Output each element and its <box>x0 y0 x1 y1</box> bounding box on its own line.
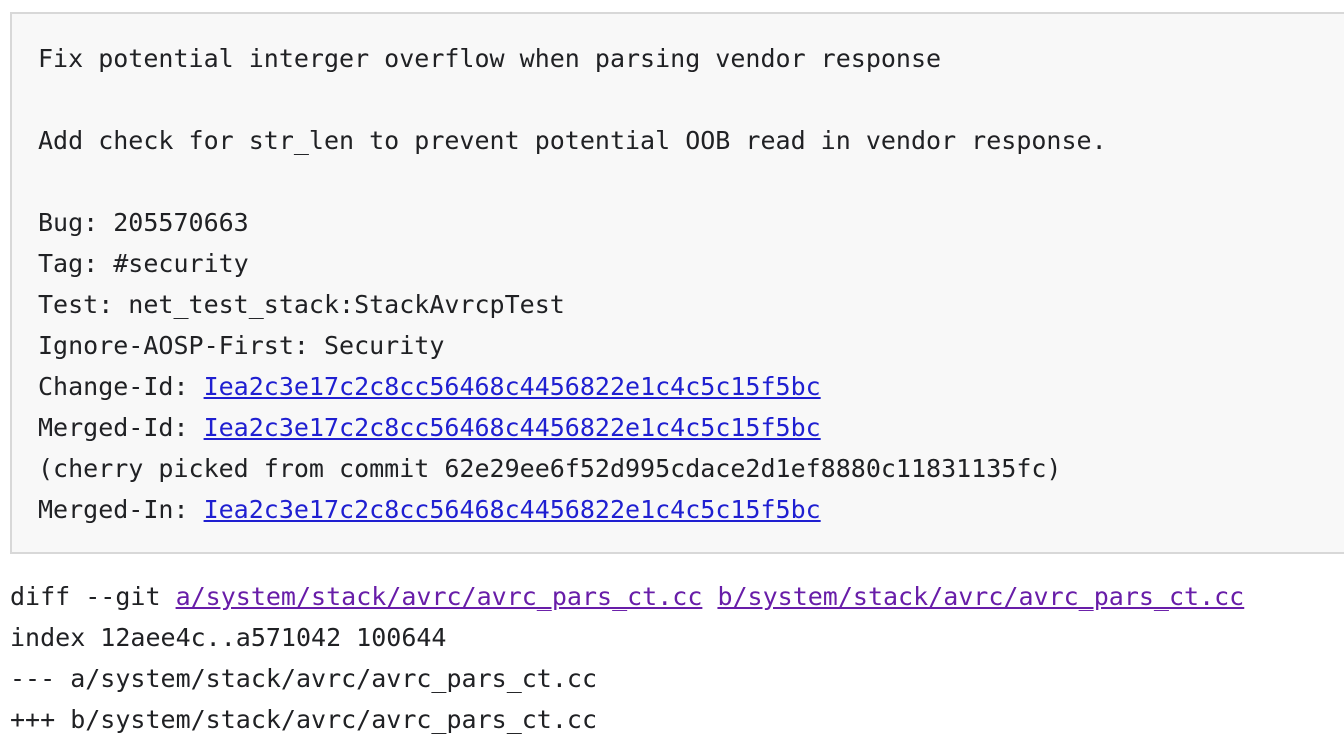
cherry-pick-line: (cherry picked from commit 62e29ee6f52d9… <box>38 454 1062 483</box>
commit-message-box: Fix potential interger overflow when par… <box>10 12 1344 554</box>
diff-index-line: index 12aee4c..a571042 100644 <box>10 623 447 652</box>
commit-body: Add check for str_len to prevent potenti… <box>38 126 1107 155</box>
test-line: Test: net_test_stack:StackAvrcpTest <box>38 290 565 319</box>
diff-path-a-link[interactable]: a/system/stack/avrc/avrc_pars_ct.cc <box>175 582 703 611</box>
diff-path-b-link[interactable]: b/system/stack/avrc/avrc_pars_ct.cc <box>717 582 1245 611</box>
merged-in-label: Merged-In: <box>38 495 204 524</box>
merged-id-link[interactable]: Iea2c3e17c2c8cc56468c4456822e1c4c5c15f5b… <box>203 413 821 442</box>
tag-line: Tag: #security <box>38 249 249 278</box>
diff-plus-line: +++ b/system/stack/avrc/avrc_pars_ct.cc <box>10 705 597 734</box>
change-id-label: Change-Id: <box>38 372 204 401</box>
diff-git-line: diff --git a/system/stack/avrc/avrc_pars… <box>10 582 1244 612</box>
bug-line: Bug: 205570663 <box>38 208 249 237</box>
merged-id-line: Merged-Id: Iea2c3e17c2c8cc56468c4456822e… <box>38 413 821 443</box>
change-id-line: Change-Id: Iea2c3e17c2c8cc56468c4456822e… <box>38 372 821 402</box>
merged-in-line: Merged-In: Iea2c3e17c2c8cc56468c4456822e… <box>38 495 821 525</box>
merged-id-label: Merged-Id: <box>38 413 204 442</box>
diff-minus-line: --- a/system/stack/avrc/avrc_pars_ct.cc <box>10 664 597 693</box>
ignore-aosp-line: Ignore-AOSP-First: Security <box>38 331 445 360</box>
merged-in-link[interactable]: Iea2c3e17c2c8cc56468c4456822e1c4c5c15f5b… <box>203 495 821 524</box>
diff-git-prefix: diff --git <box>10 582 176 611</box>
commit-subject: Fix potential interger overflow when par… <box>38 44 942 73</box>
change-id-link[interactable]: Iea2c3e17c2c8cc56468c4456822e1c4c5c15f5b… <box>203 372 821 401</box>
diff-path-separator <box>702 582 717 611</box>
